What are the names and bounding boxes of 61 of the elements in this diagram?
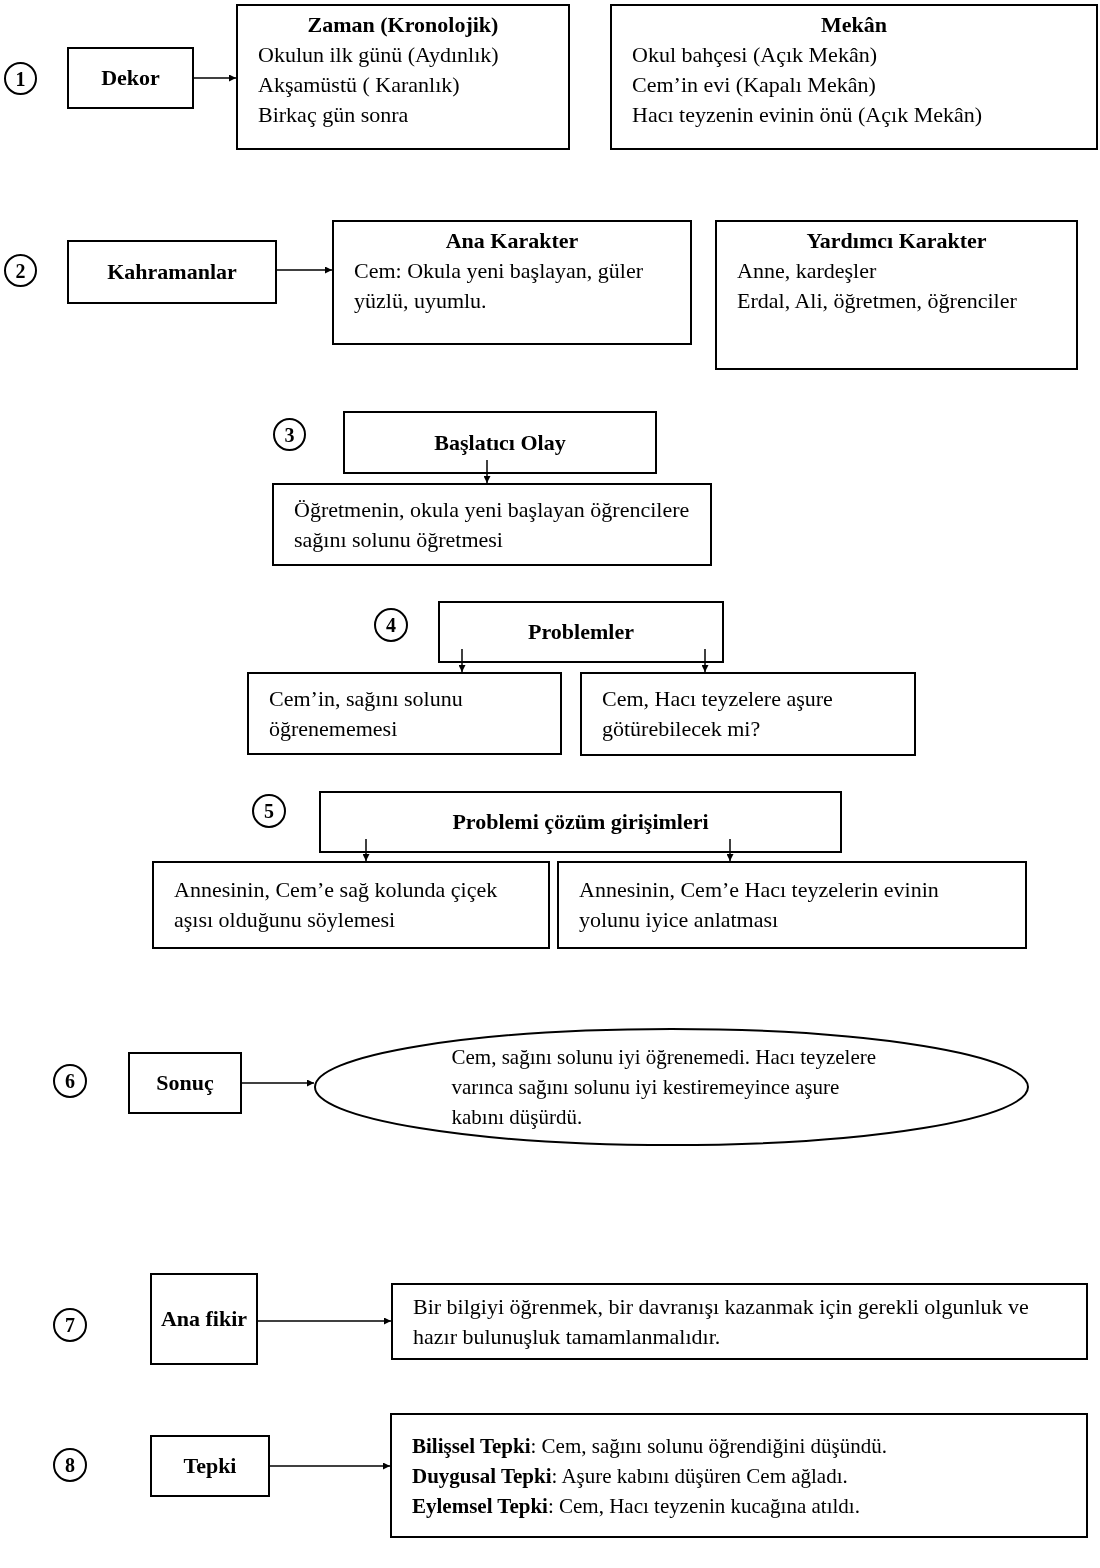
content-box xyxy=(390,1413,1088,1538)
content-box xyxy=(715,220,1078,370)
result-ellipse xyxy=(314,1028,1029,1146)
category-box xyxy=(150,1273,258,1365)
content-box xyxy=(557,861,1027,949)
box-text: Annesinin, Cem’e Hacı teyzelerin evinin yolunu iyice anlatması xyxy=(579,876,940,934)
box-text: Annesinin, Cem’e sağ kolunda çiçek aşısı olduğunu söylemesi xyxy=(174,876,499,934)
box-heading: Zaman (Kronolojik) xyxy=(306,11,500,39)
content-box xyxy=(236,4,570,150)
arrow xyxy=(193,74,237,82)
result-text: Cem, sağını solunu iyi öğrenemedi. Hacı teyzelere varınca sağını solunu iyi kestiremeyince aşure kabını düşürdü. xyxy=(451,1044,878,1131)
box-text: Okulun ilk günü (Aydınlık) xyxy=(258,41,500,69)
category-box xyxy=(67,240,277,304)
box-text: Hacı teyzenin evinin önü (Açık Mekân) xyxy=(632,101,984,129)
arrow xyxy=(701,648,709,673)
box-title: Sonuç xyxy=(156,1069,214,1097)
box-heading: Mekân xyxy=(820,11,888,39)
arrow xyxy=(458,648,466,673)
box-text: Cem’in evi (Kapalı Mekân) xyxy=(632,71,877,99)
reaction-text: Bilişsel Tepki: Cem, sağını solunu öğrendiğini düşündü. xyxy=(412,1432,888,1460)
reaction-text: Duygusal Tepki: Aşure kabını düşüren Cem ağladı. xyxy=(412,1462,849,1490)
category-box xyxy=(67,47,194,109)
box-title: Problemler xyxy=(528,618,634,646)
category-box xyxy=(438,601,724,663)
content-box xyxy=(391,1283,1088,1360)
box-text: Anne, kardeşler xyxy=(737,257,878,285)
box-title: Kahramanlar xyxy=(107,258,237,286)
arrow xyxy=(726,838,734,862)
arrow xyxy=(241,1079,315,1087)
box-text: Cem’in, sağını solunu öğrenememesi xyxy=(269,684,464,743)
box-heading: Yardımcı Karakter xyxy=(805,227,988,255)
box-text: Akşamüstü ( Karanlık) xyxy=(258,71,461,99)
content-box xyxy=(610,4,1098,150)
box-title: Dekor xyxy=(101,64,160,92)
box-text: Birkaç gün sonra xyxy=(258,101,410,129)
category-box xyxy=(150,1435,270,1497)
box-text: Bir bilgiyi öğrenmek, bir davranışı kazanmak için gerekli olgunluk ve hazır bulunuşluk tamamlanmalıdır. xyxy=(413,1292,1030,1351)
category-box xyxy=(319,791,842,853)
box-text: Öğretmenin, okula yeni başlayan öğrencilere sağını solunu öğretmesi xyxy=(294,495,690,554)
arrow xyxy=(362,838,370,862)
arrow xyxy=(257,1317,392,1325)
box-text: Okul bahçesi (Açık Mekân) xyxy=(632,41,878,69)
box-text: Cem, Hacı teyzelere aşure götürebilecek mi? xyxy=(602,685,834,743)
arrow xyxy=(483,459,491,484)
box-title: Problemi çözüm girişimleri xyxy=(452,808,709,836)
content-box xyxy=(247,672,562,755)
arrow xyxy=(269,1462,391,1470)
content-box xyxy=(580,672,916,756)
box-title: Başlatıcı Olay xyxy=(434,428,566,457)
category-box xyxy=(128,1052,242,1114)
content-box xyxy=(152,861,550,949)
category-box xyxy=(343,411,657,474)
box-text: Erdal, Ali, öğretmen, öğrenciler xyxy=(737,287,1018,315)
box-text: Cem: Okula yeni başlayan, güler yüzlü, uyumlu. xyxy=(354,257,644,315)
box-title: Tepki xyxy=(183,1452,237,1480)
box-title: Ana fikir xyxy=(160,1305,248,1333)
box-heading: Ana Karakter xyxy=(444,227,580,255)
arrow xyxy=(276,266,333,274)
content-box xyxy=(332,220,692,345)
reaction-text: Eylemsel Tepki: Cem, Hacı teyzenin kucağına atıldı. xyxy=(412,1492,861,1520)
content-box xyxy=(272,483,712,566)
